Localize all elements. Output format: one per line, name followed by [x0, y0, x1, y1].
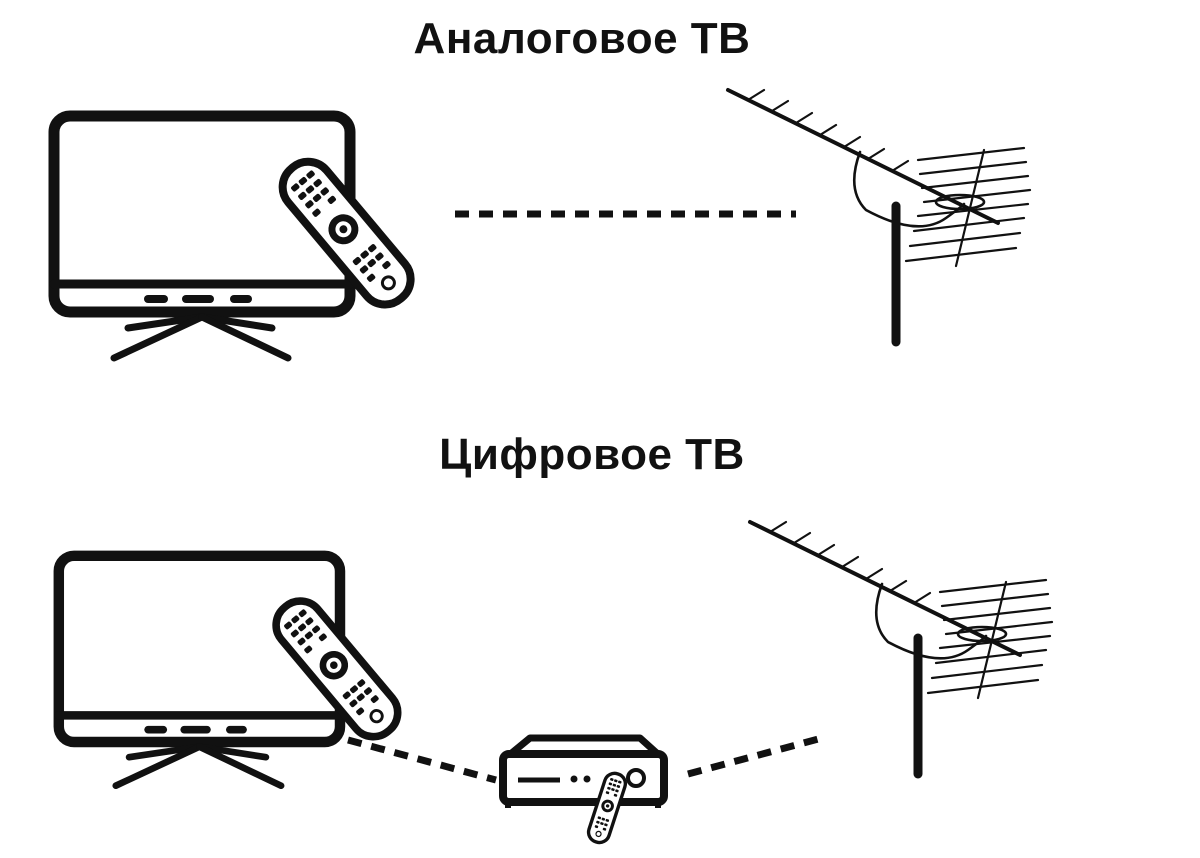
- digital-antenna: [750, 522, 1052, 774]
- tv-to-receiver-link: [347, 736, 497, 784]
- analog-tv: [54, 116, 350, 358]
- receiver-to-antenna-link: [687, 734, 823, 778]
- digital-tv-title: Цифровое ТВ: [439, 430, 745, 479]
- set-top-box-icon: [499, 734, 668, 808]
- digital-tv: [59, 556, 340, 786]
- analog-tv-title: Аналоговое ТВ: [413, 14, 751, 63]
